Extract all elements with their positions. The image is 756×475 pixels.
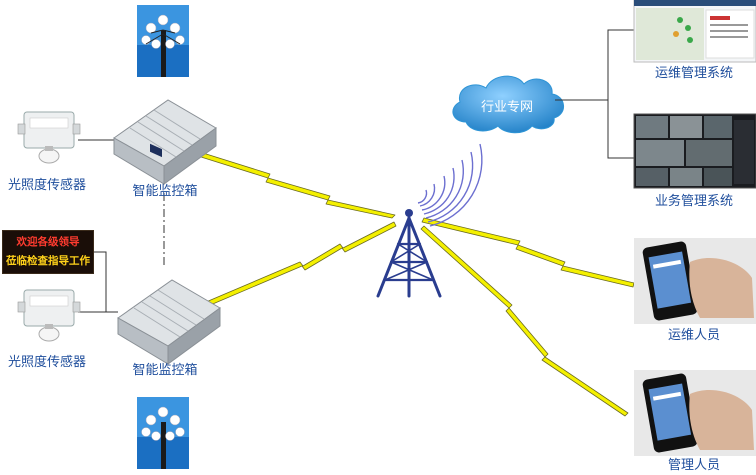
lightning-bolts: [200, 152, 635, 417]
cloud-label: 行业专网: [481, 100, 534, 115]
radio-tower-icon: [376, 209, 442, 298]
led-sign: 欢迎各级领导 莅临检查指导工作: [2, 230, 94, 274]
cloud-icon: [452, 75, 564, 134]
manager-phone-icon: [634, 370, 756, 456]
light-sensor-top-icon: [17, 111, 81, 164]
box-top-label: 智能监控箱: [132, 184, 198, 199]
led-connector-line: [94, 251, 118, 313]
ops-system-screenshot: [633, 0, 756, 63]
street-lamp-bottom-icon: [137, 397, 189, 469]
manager-label: 管理人员: [667, 458, 721, 473]
led-sign-line1: 欢迎各级领导: [16, 236, 80, 248]
lightning-ops-person: [421, 217, 635, 288]
cloud-connector-line: [555, 29, 634, 101]
lightning-box-top: [200, 152, 396, 219]
ops-person-phone-icon: [634, 238, 756, 324]
street-lamp-top-icon: [137, 5, 189, 77]
signal-waves-icon: [417, 143, 483, 227]
ops-person-label: 运维人员: [667, 328, 721, 343]
light-sensor-bottom-icon: [17, 289, 81, 342]
biz-system-screenshot: [633, 113, 756, 189]
control-box-top-icon: [113, 99, 217, 185]
sensor-top-label: 光照度传感器: [8, 178, 87, 193]
box-bottom-label: 智能监控箱: [132, 363, 198, 378]
biz-system-label: 业务管理系统: [654, 194, 734, 209]
cloud-connector-line-2: [607, 100, 634, 159]
control-box-bottom-icon: [117, 279, 221, 365]
led-sign-line2: 莅临检查指导工作: [6, 255, 90, 267]
ops-system-label: 运维管理系统: [654, 66, 734, 81]
lightning-box-bottom: [205, 221, 397, 307]
lightning-manager: [420, 225, 629, 417]
sensor-bottom-label: 光照度传感器: [8, 355, 87, 370]
